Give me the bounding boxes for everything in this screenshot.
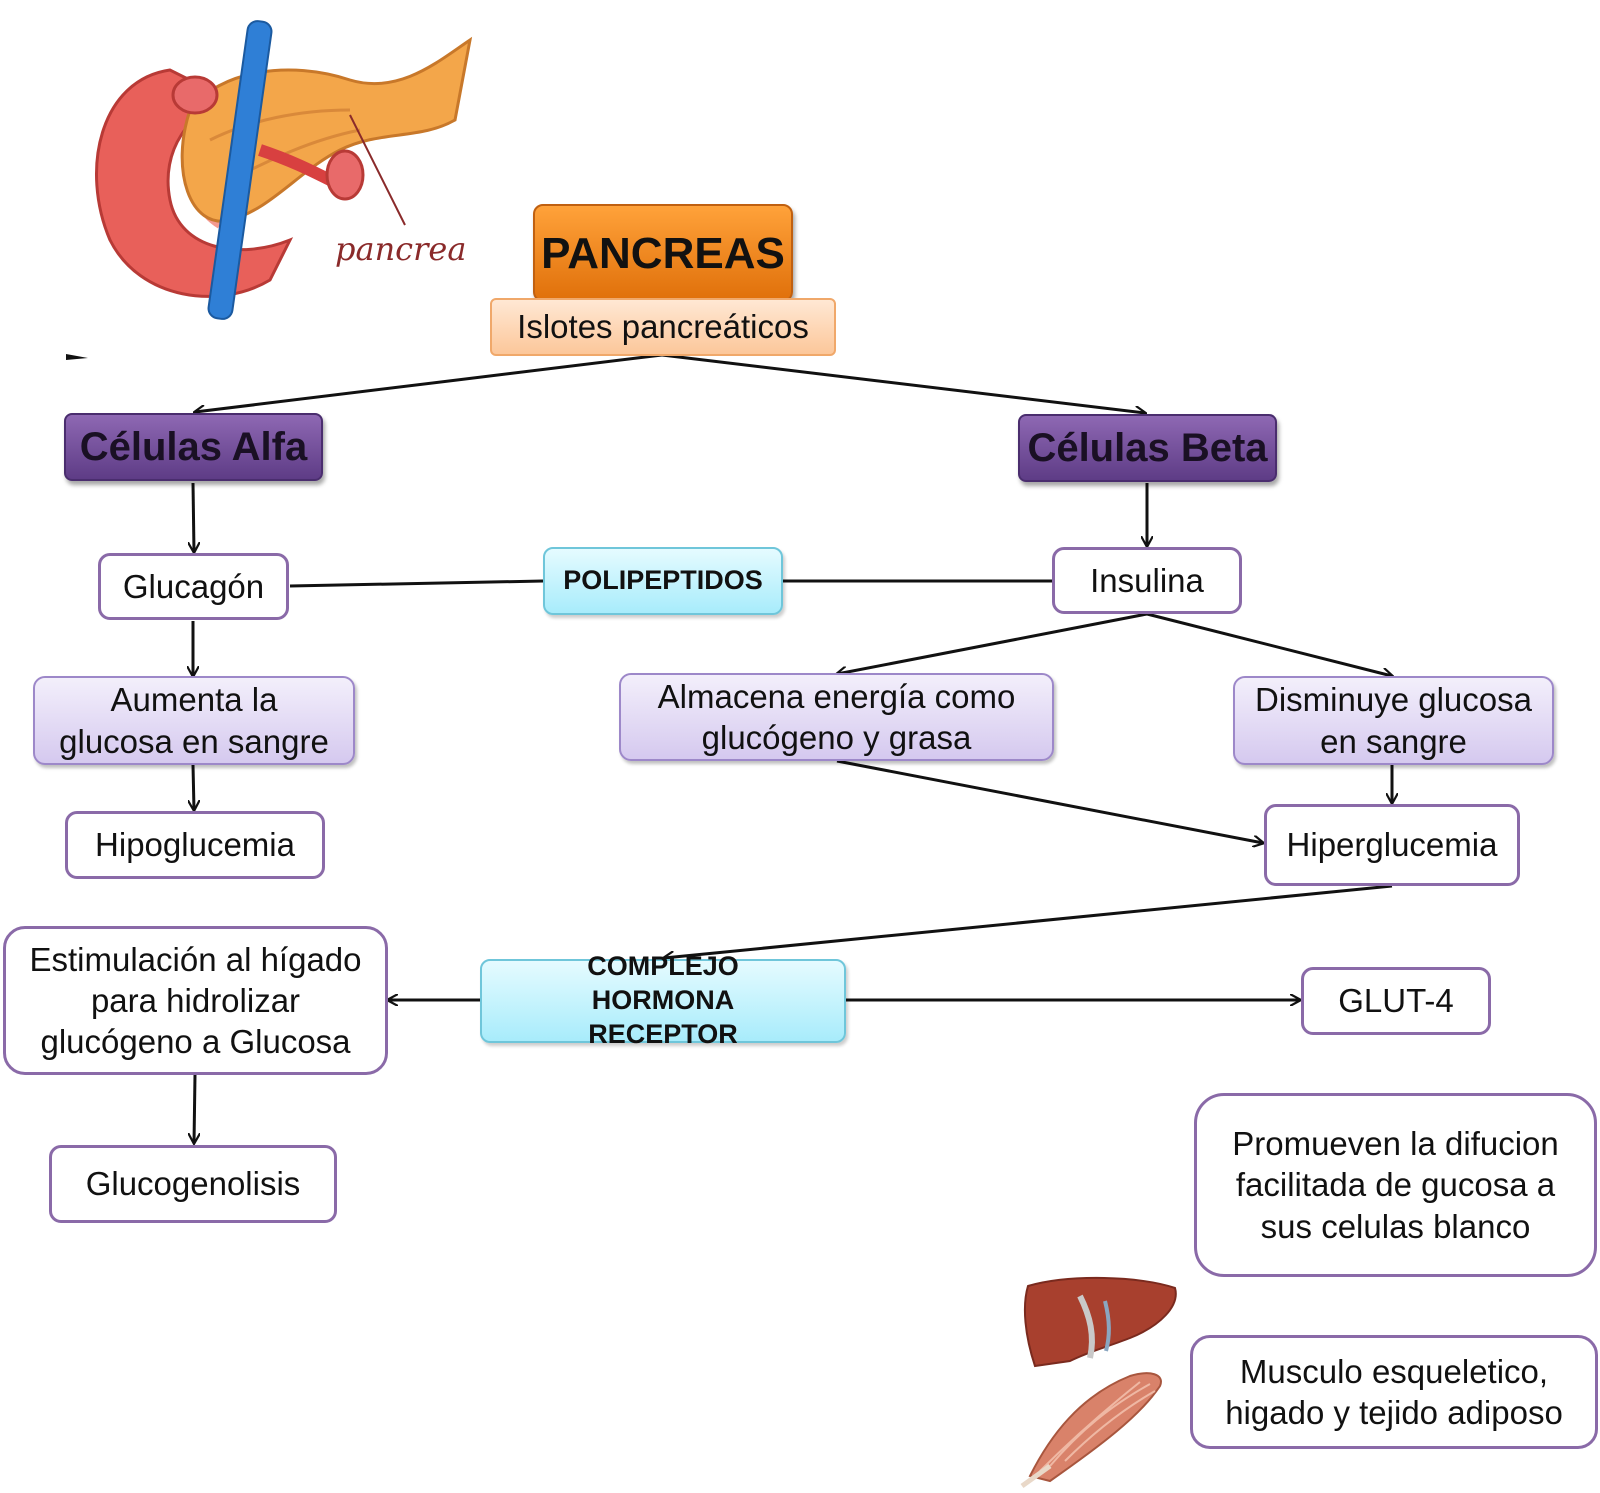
arrow-almacena-hiperglucemia	[836, 759, 1263, 843]
pancreas-title: PANCREAS	[533, 204, 793, 302]
musculo-node: Musculo esqueletico, higado y tejido adi…	[1190, 1335, 1598, 1449]
pancreas-illustration: pancrea	[95, 20, 473, 320]
complejo-node: COMPLEJO HORMONA RECEPTOR	[480, 951, 846, 1049]
estimulacion-node: Estimulación al hígado para hidrolizar g…	[3, 926, 388, 1075]
celulas-beta-node: Células Beta	[1018, 414, 1277, 482]
arrow-hiperglucemia-complejo	[664, 884, 1393, 958]
arrow-islotes-beta	[661, 353, 1145, 413]
glut4-node: GLUT-4	[1301, 967, 1491, 1035]
arrow-alfa-glucagon	[193, 482, 194, 552]
almacena-node: Almacena energía como glucógeno y grasa	[619, 673, 1054, 761]
arrow-insulina-disminuye	[1146, 612, 1392, 676]
line-glucagon-polipeptidos	[289, 579, 544, 588]
arrow-estimulacion-glucogenolisis	[194, 1074, 195, 1143]
polipeptidos-node: POLIPEPTIDOS	[543, 547, 783, 615]
promueven-node: Promueven la difucion facilitada de guco…	[1194, 1093, 1597, 1277]
glucogenolisis-node: Glucogenolisis	[49, 1145, 337, 1223]
insulina-node: Insulina	[1052, 547, 1242, 614]
hipoglucemia-node: Hipoglucemia	[65, 811, 325, 879]
arrow-islotes-alfa	[195, 353, 663, 412]
pancreas-label: pancrea	[335, 230, 466, 268]
celulas-alfa-node: Células Alfa	[64, 413, 323, 481]
aumenta-node: Aumenta la glucosa en sangre	[33, 676, 355, 765]
arrow-aumenta-hipoglucemia	[193, 764, 194, 810]
glucagon-node: Glucagón	[98, 553, 289, 620]
disminuye-node: Disminuye glucosa en sangre	[1233, 676, 1554, 765]
islotes-node: Islotes pancreáticos	[490, 298, 836, 356]
hiperglucemia-node: Hiperglucemia	[1264, 804, 1520, 886]
arrow-insulina-almacena	[837, 612, 1148, 674]
liver-muscle-illustration	[1020, 1276, 1177, 1489]
